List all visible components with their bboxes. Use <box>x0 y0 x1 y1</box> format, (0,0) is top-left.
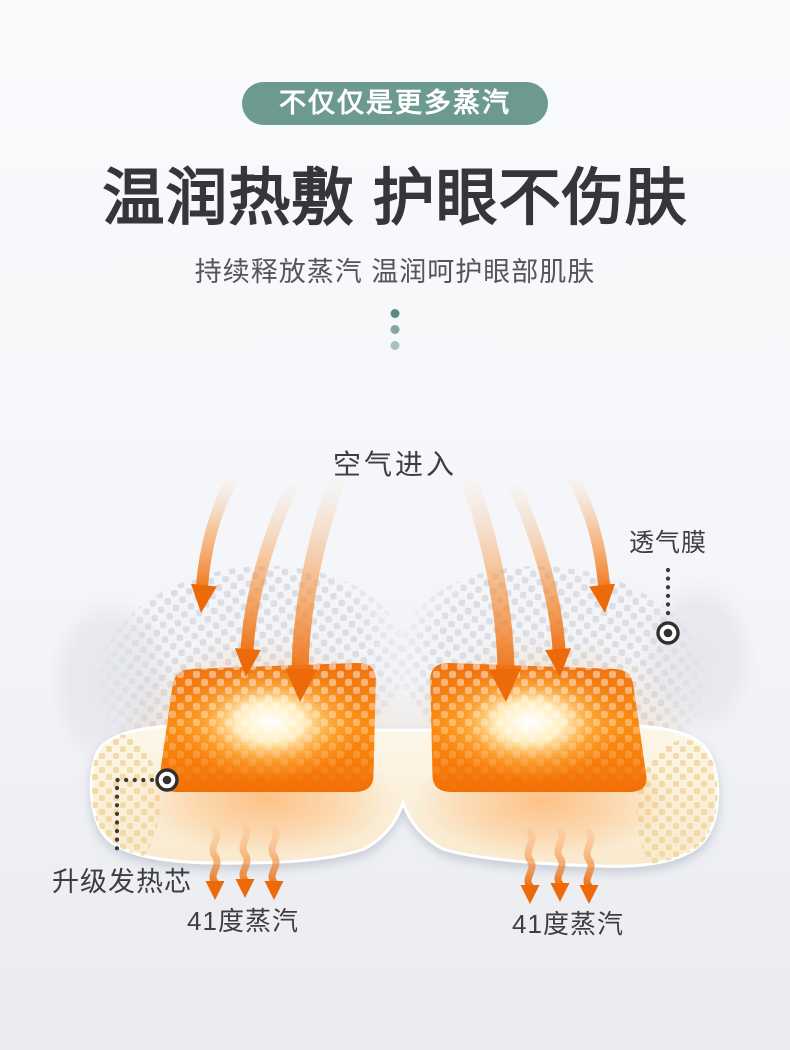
air-arrow-icon <box>506 475 572 677</box>
steam-arrow-icon <box>264 824 284 900</box>
divider-dot-icon <box>390 325 400 334</box>
diagram-art <box>48 467 756 904</box>
top-badge-label: 不仅仅是更多蒸汽 <box>279 88 511 118</box>
dots-divider <box>390 309 400 350</box>
air-arrow-icon <box>285 467 347 702</box>
membrane-label: 透气膜 <box>628 529 707 557</box>
heating-core-callout <box>114 768 179 858</box>
heating-pad-left <box>159 662 376 792</box>
top-badge: 不仅仅是更多蒸汽 <box>242 82 548 125</box>
page-subtitle: 持续释放蒸汽 温润呵护眼部肌肤 <box>194 257 596 287</box>
heating-core-label: 升级发热芯 <box>52 867 192 897</box>
air-arrow-icon <box>459 467 521 702</box>
steam-arrow-icon <box>205 824 225 900</box>
steam-eye-mask-diagram: 空气进入 透气膜 升级发热芯 41度蒸汽 41度蒸汽 <box>0 430 790 1050</box>
eye-mask-notch <box>363 802 444 851</box>
divider-dot-icon <box>390 341 400 350</box>
page-title: 温润热敷 护眼不伤肤 <box>102 164 688 233</box>
heating-pad-right <box>430 662 647 792</box>
air-arrow-icon <box>234 475 300 677</box>
membrane-marker-icon <box>656 621 680 645</box>
membrane-callout <box>656 567 680 645</box>
divider-dot-icon <box>390 309 400 318</box>
steam-arrow-icon <box>520 828 540 904</box>
steam-temp-label-right: 41度蒸汽 <box>512 909 624 939</box>
steam-arrow-icon <box>235 822 255 898</box>
air-arrow-icon <box>565 469 616 613</box>
air-arrow-icon <box>190 469 241 613</box>
steam-arrow-icon <box>579 828 599 904</box>
steam-arrow-icon <box>550 826 570 902</box>
air-in-label: 空气进入 <box>332 449 457 480</box>
heating-core-marker-icon <box>155 768 179 792</box>
steam-temp-label-left: 41度蒸汽 <box>187 906 299 936</box>
